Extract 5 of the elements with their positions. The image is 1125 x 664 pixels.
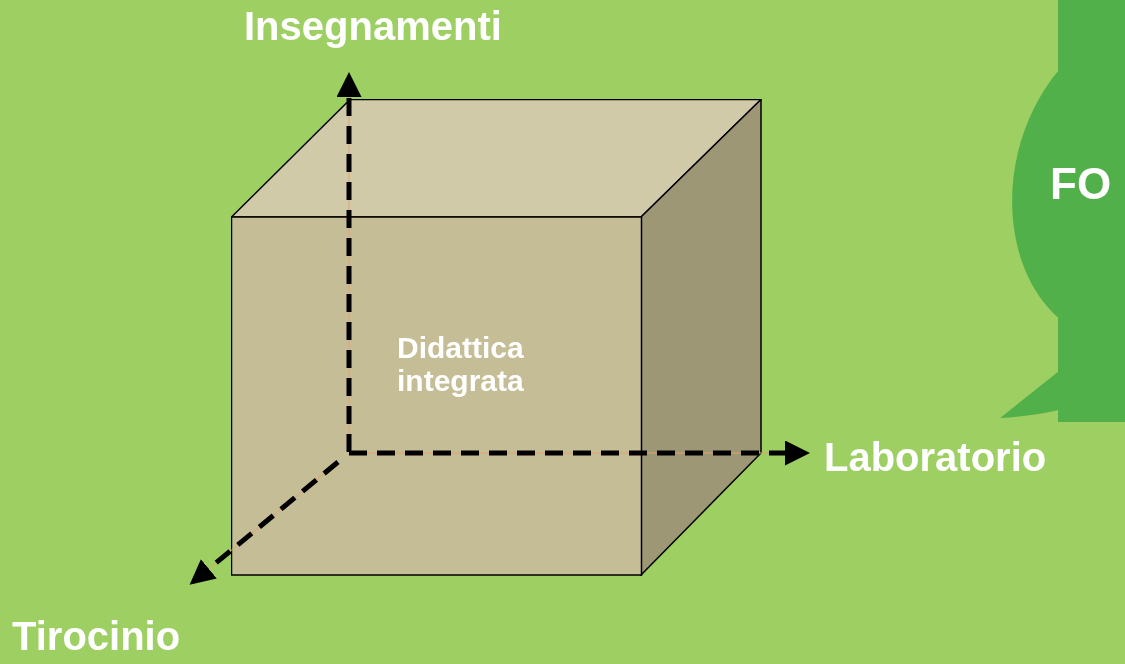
cube-label: Didattica integrata xyxy=(397,331,525,397)
axis-label: Laboratorio xyxy=(824,435,1047,479)
bubble-text: FO xyxy=(1050,160,1113,209)
axis-label: Insegnamenti xyxy=(244,4,502,48)
axis-label: Tirocinio xyxy=(12,614,181,658)
